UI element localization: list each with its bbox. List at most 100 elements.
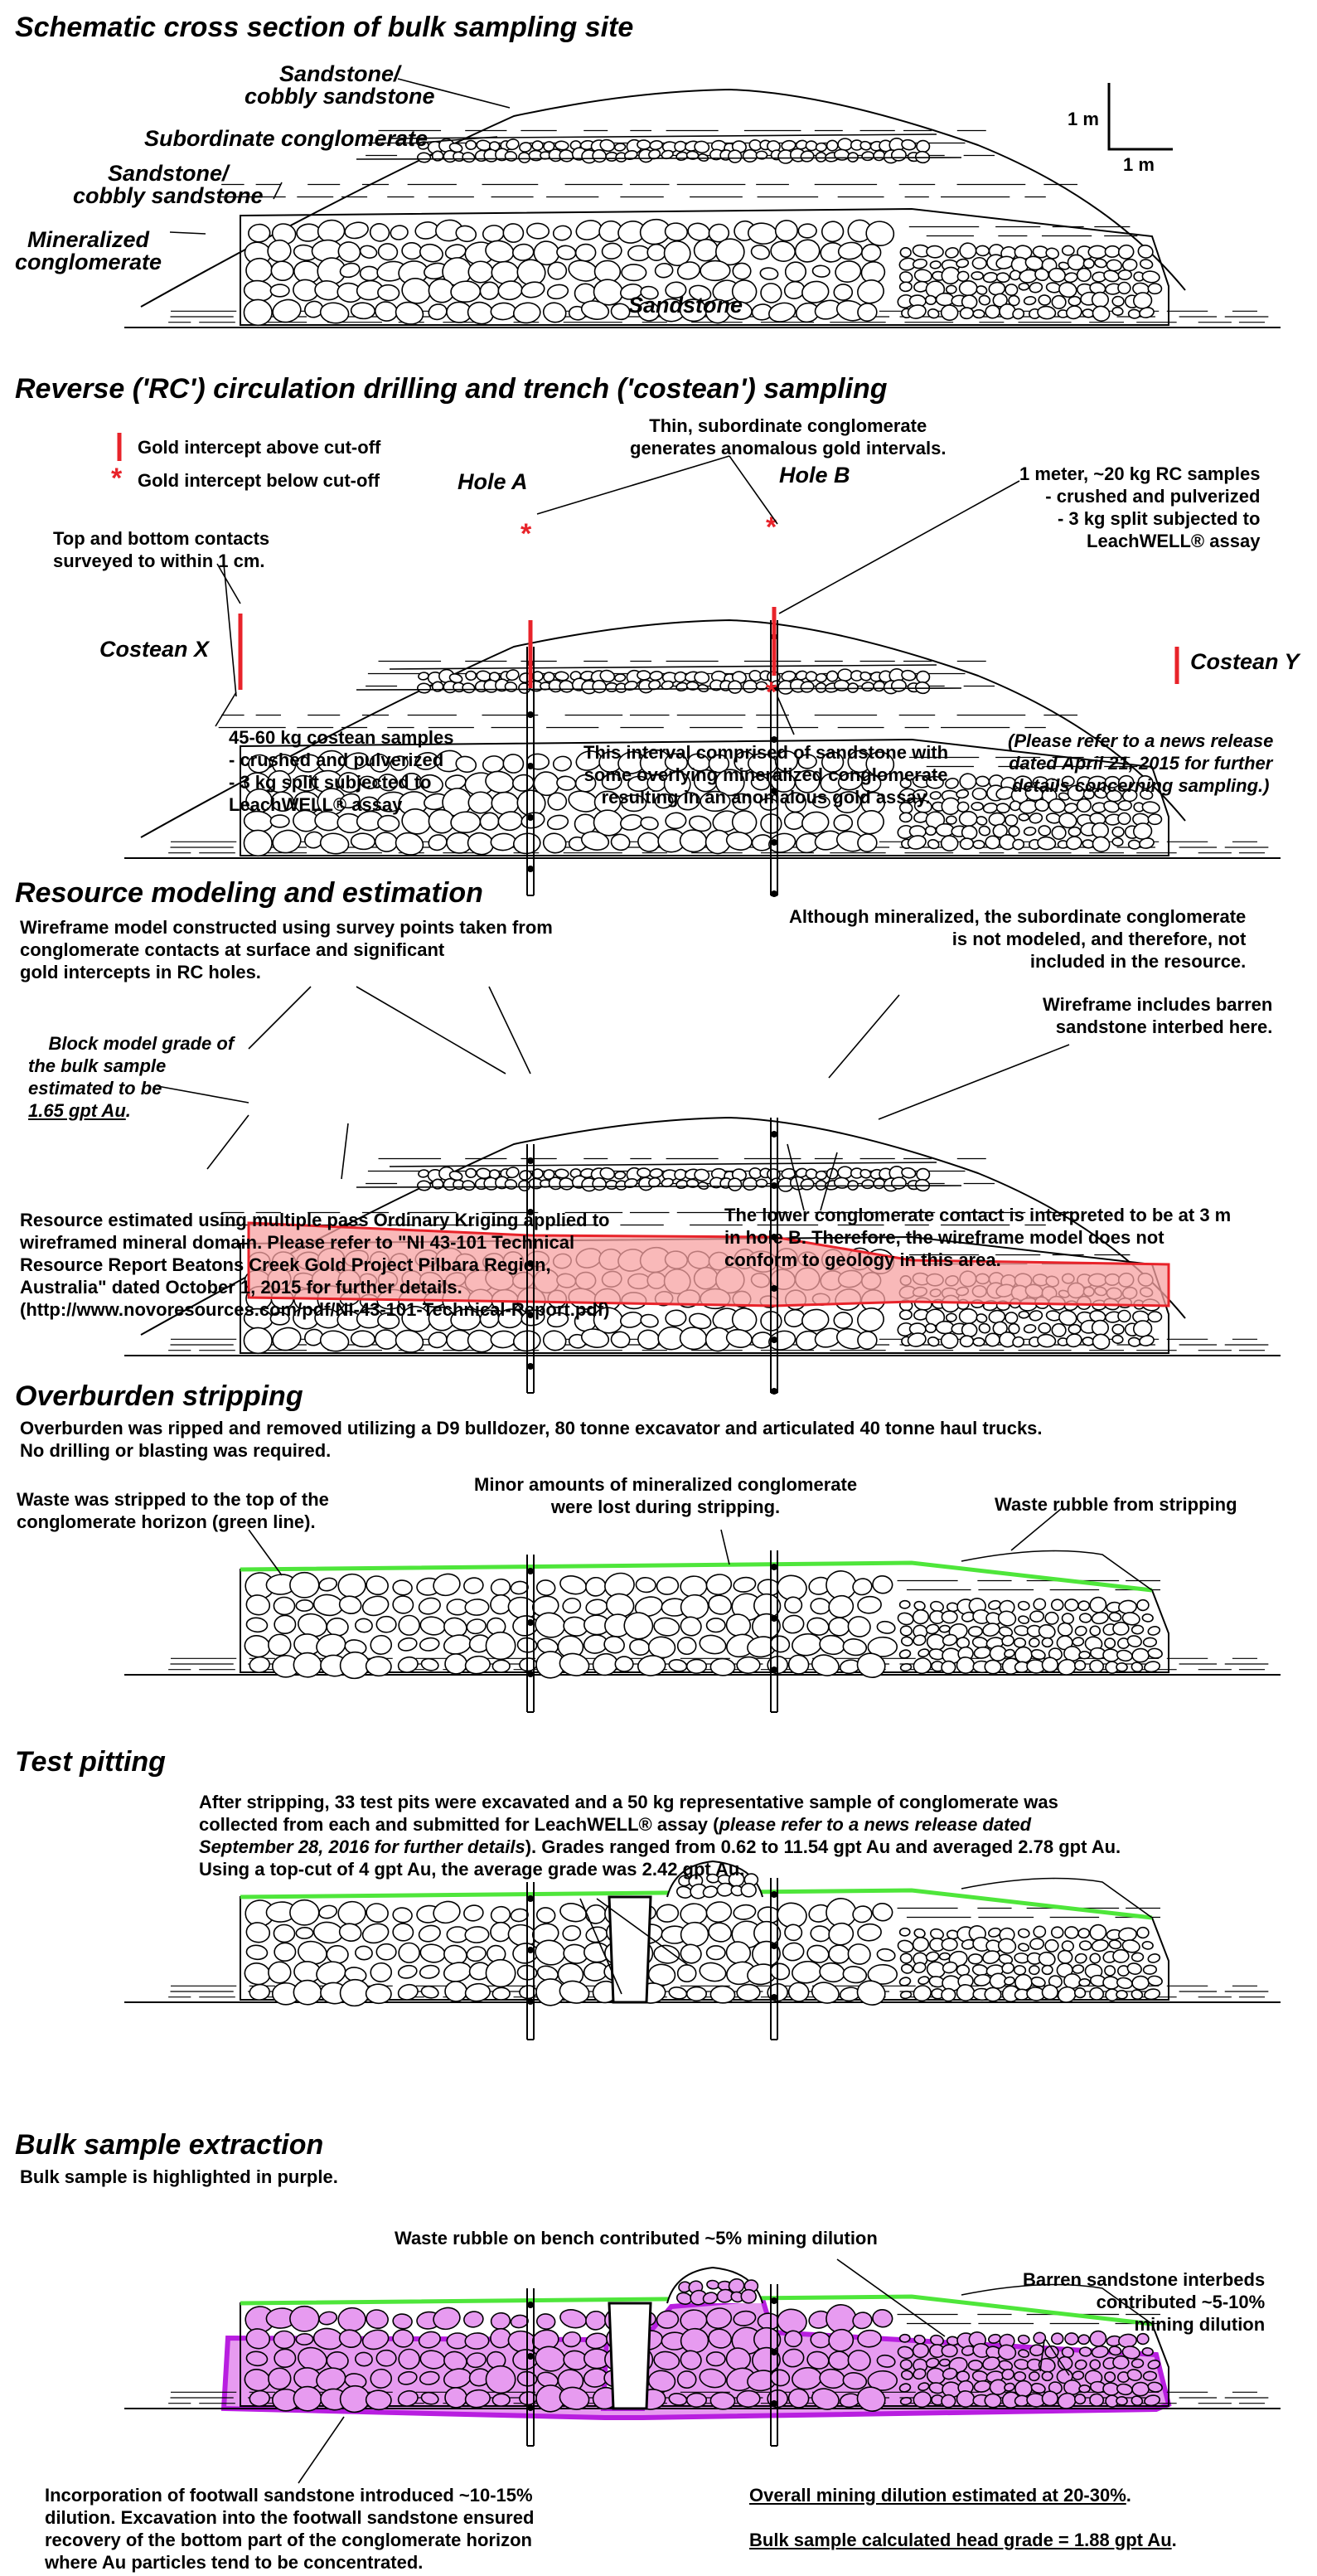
- cobble: [1072, 1637, 1085, 1647]
- cobble: [857, 810, 884, 835]
- cobble: [338, 1923, 362, 1942]
- cobble: [842, 1638, 868, 1657]
- cobble: [897, 1939, 914, 1953]
- cobble: [1029, 1610, 1044, 1623]
- cobble: [978, 294, 991, 306]
- cobble: [350, 1330, 375, 1348]
- cobble: [1089, 1659, 1105, 1673]
- cobble: [924, 1322, 937, 1334]
- asterisk-hole-b-low: *: [766, 677, 777, 708]
- sample-point: [527, 1568, 534, 1574]
- cobble: [967, 2360, 983, 2371]
- cobble: [1078, 2384, 1091, 2394]
- cobble: [900, 2370, 913, 2380]
- cobble: [847, 1616, 871, 1637]
- sample-point: [527, 1312, 534, 1318]
- cobble: [1038, 1322, 1052, 1334]
- cobble: [1029, 282, 1043, 293]
- cobble: [959, 242, 977, 260]
- cobble: [1064, 1926, 1079, 1939]
- cobble: [714, 238, 745, 266]
- contact-line: [389, 664, 937, 670]
- cobble: [982, 272, 999, 284]
- cobble: [613, 673, 627, 682]
- cobble: [585, 2310, 607, 2331]
- cobble: [664, 753, 689, 772]
- sample-point: [771, 1891, 777, 1898]
- cobble: [782, 1942, 805, 1962]
- cobble: [629, 1638, 651, 1656]
- sample-point: [527, 711, 534, 718]
- cobble: [967, 1953, 983, 1965]
- cobble: [847, 2350, 871, 2371]
- cobble: [559, 2309, 588, 2329]
- cobble: [794, 769, 821, 793]
- cobble: [1008, 825, 1020, 837]
- cobble: [1106, 259, 1122, 272]
- hill-profile: [140, 1116, 1186, 1336]
- cobble: [1058, 281, 1077, 298]
- sample-point: [771, 1994, 777, 2001]
- cobble: [899, 2396, 913, 2406]
- contact-line: [389, 1162, 937, 1167]
- cobble: [897, 2346, 914, 2360]
- cobble: [926, 245, 944, 259]
- note-waste-rubble-dilution: Waste rubble on bench contributed ~5% mi…: [395, 2228, 878, 2249]
- cobble: [377, 1312, 400, 1330]
- cobble: [861, 243, 882, 262]
- cobble: [272, 1327, 302, 1351]
- cobble: [485, 1631, 516, 1661]
- cobble: [397, 1656, 419, 1673]
- cobble: [733, 2310, 757, 2326]
- cobble: [1127, 1337, 1141, 1347]
- cobble: [819, 1962, 845, 1983]
- cobble: [562, 1924, 582, 1942]
- rc-drilling-section: * * *: [117, 433, 1281, 897]
- cobble: [694, 671, 710, 685]
- cobble: [984, 1659, 1002, 1675]
- cobble: [925, 2357, 940, 2369]
- cobble: [417, 152, 432, 163]
- cobble: [1141, 1613, 1154, 1623]
- cobble: [621, 794, 647, 813]
- cobble: [1112, 1948, 1130, 1963]
- cobble: [450, 280, 482, 303]
- cobble: [1050, 1598, 1064, 1612]
- scale-bar: [1107, 83, 1173, 151]
- cobble: [901, 1167, 917, 1179]
- cobble: [857, 1307, 884, 1332]
- cobble: [876, 1620, 896, 1634]
- cobble: [941, 2344, 958, 2358]
- cobble: [826, 670, 839, 682]
- cobble: [338, 1595, 362, 1614]
- cobble: [1038, 294, 1052, 306]
- cobble: [927, 839, 940, 850]
- cobble: [455, 225, 477, 243]
- cobble: [1057, 1622, 1073, 1637]
- cobble: [956, 801, 970, 813]
- note-leaders: [157, 986, 1070, 1211]
- cobble: [1077, 2334, 1091, 2346]
- cobble: [1005, 1312, 1019, 1325]
- cobble: [828, 1922, 855, 1946]
- cobble: [732, 262, 752, 280]
- cobble: [273, 1924, 296, 1943]
- cobble: [397, 2389, 419, 2407]
- cobble: [1112, 2355, 1130, 2370]
- cobble: [1139, 259, 1154, 269]
- panel-title: Bulk sample extraction: [15, 2129, 324, 2161]
- cobble: [705, 2351, 726, 2367]
- drill-hole-a: [526, 1555, 535, 1713]
- cobble: [637, 1329, 661, 1350]
- cobble: [359, 245, 378, 259]
- cobble: [319, 302, 350, 324]
- cobble: [913, 2368, 927, 2380]
- cobble: [1008, 1322, 1020, 1335]
- cobble: [819, 1634, 845, 1656]
- cobble: [1111, 295, 1125, 307]
- cobble: [676, 261, 701, 280]
- cobble: [1029, 813, 1043, 824]
- cobble: [1017, 1928, 1030, 1938]
- cobble: [1136, 1598, 1150, 1612]
- cobble: [620, 813, 643, 831]
